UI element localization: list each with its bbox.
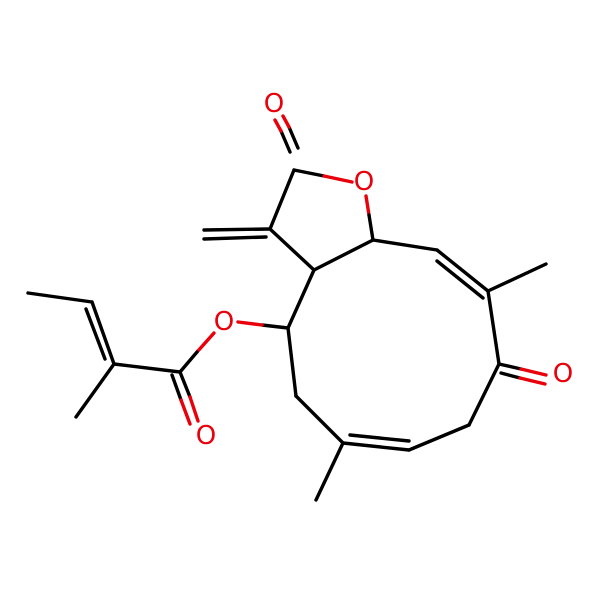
bond-c8-methyl: [486, 262, 548, 293]
bond-cester-olink-b: [236, 320, 264, 327]
bond-ester-carbonyl-2b: [179, 398, 192, 426]
bond-ester-carbonyl-1b: [188, 395, 200, 423]
bond-lactone-carbonyl-2: [287, 125, 300, 150]
bond-c8-c7: [486, 289, 501, 366]
bond-lactone-carbonyl-1b: [273, 118, 283, 133]
bond-c4-methyl: [314, 441, 345, 502]
bond-c5-c4-1: [341, 441, 411, 452]
bond-c7-c6: [467, 362, 501, 427]
atom-labels: O O O O O: [196, 89, 573, 451]
bond-c3-c3a: [268, 227, 316, 272]
bond-ketone-1b: [519, 367, 548, 377]
bond-ccarbonyl-calpha: [112, 362, 182, 374]
bond-lactone-carbonyl-2b: [281, 114, 291, 129]
bond-c6-c5: [407, 423, 471, 452]
bond-ester-carbonyl-2: [170, 373, 183, 402]
atom-o-ketone: O: [553, 359, 573, 389]
bond-c4-ch2: [294, 394, 345, 445]
bond-c9a-c9: [371, 238, 439, 252]
atom-o-lactone-carbonyl: O: [264, 89, 284, 119]
bond-cester-olink: [260, 323, 290, 330]
bond-oring-c9a: [364, 194, 371, 217]
bond-olink-ccarbonyl-b: [178, 350, 199, 374]
bond-c3a-c9a: [312, 238, 375, 272]
bond-ketone-1: [497, 362, 523, 371]
atom-o-ring: O: [354, 167, 374, 197]
bond-c2-c3: [268, 168, 296, 231]
bond-c9-c8-1: [435, 248, 490, 293]
bond-calpha-methyl: [74, 362, 116, 419]
bond-ester-carbonyl-1: [178, 370, 192, 399]
bond-ketone-2: [499, 371, 522, 380]
bond-lines: [26, 114, 548, 502]
atom-o-ester-link: O: [214, 307, 234, 337]
bond-exo-methylene-2: [202, 235, 268, 241]
bond-c2-oring: [292, 168, 326, 178]
bond-ketone-2b: [518, 376, 547, 386]
bond-ch2-cester: [286, 326, 298, 398]
bond-cbeta-methyl: [26, 291, 94, 304]
bond-olink-ccarbonyl: [195, 331, 216, 354]
atom-o-ester-carbonyl: O: [196, 421, 216, 451]
bond-c9-c8-2: [435, 259, 485, 300]
bond-cester-c3a: [286, 268, 316, 330]
bond-oring-c9a-b: [367, 213, 375, 242]
bond-lactone-carbonyl-1: [279, 129, 292, 154]
bond-exo-methylene-1: [202, 227, 272, 232]
bond-c5-c4-2: [348, 433, 411, 443]
bond-calpha-cbeta-2: [84, 307, 107, 361]
bond-c2-oring-b: [322, 174, 354, 184]
bond-calpha-cbeta-1: [90, 300, 116, 366]
